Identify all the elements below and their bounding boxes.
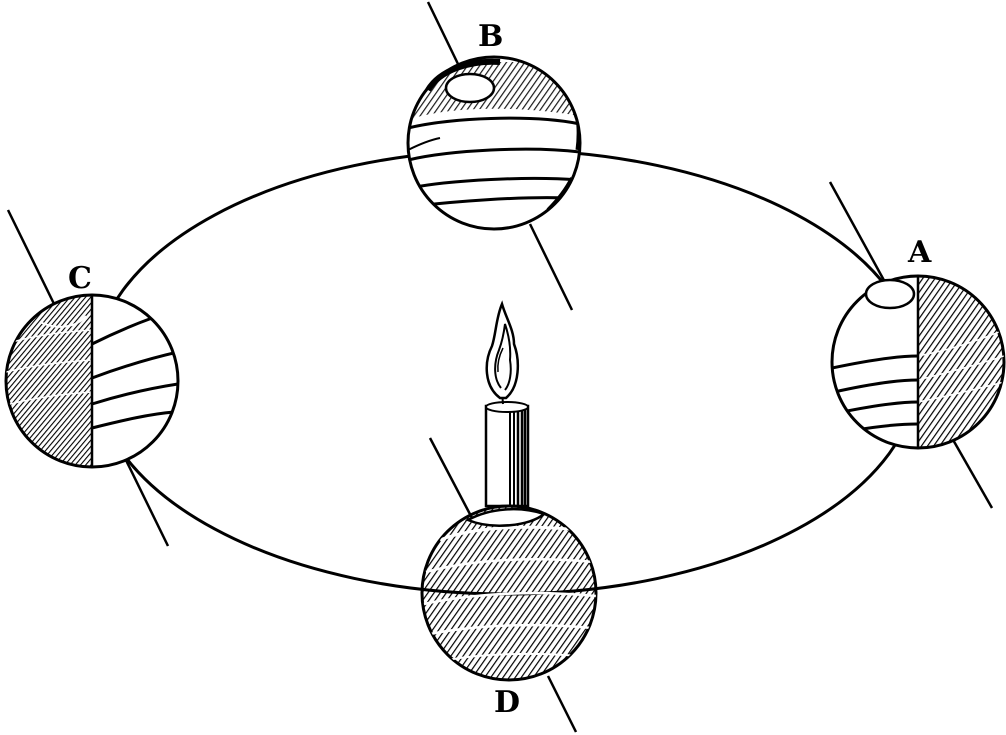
globe-b xyxy=(406,1,582,311)
globe-a xyxy=(828,181,1006,509)
label-d: D xyxy=(494,685,520,720)
candle xyxy=(484,300,530,508)
label-c: C xyxy=(68,261,92,296)
label-a: A xyxy=(907,235,932,270)
globe-d xyxy=(420,437,598,733)
candle-flame xyxy=(485,300,520,400)
label-b: B xyxy=(478,19,503,54)
